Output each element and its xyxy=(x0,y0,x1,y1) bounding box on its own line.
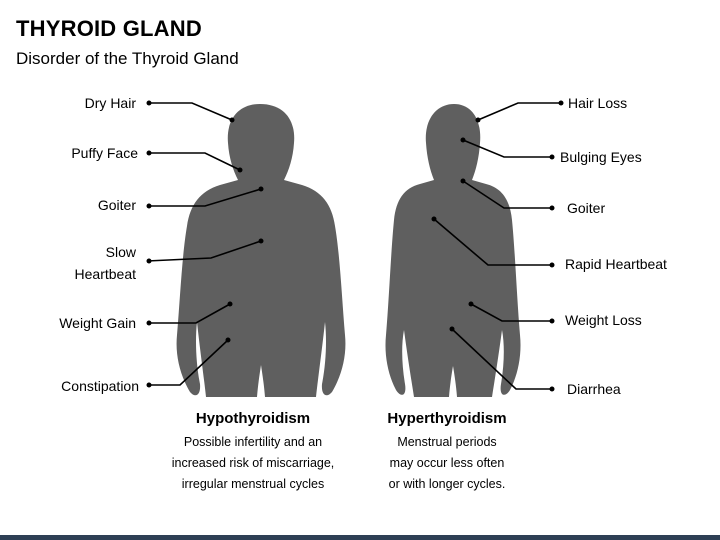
label-bulging-eyes: Bulging Eyes xyxy=(560,149,642,165)
label-dry-hair: Dry Hair xyxy=(84,95,136,111)
hyper-description-line: Menstrual periods xyxy=(397,435,497,449)
hyper-description-line: may occur less often xyxy=(389,456,505,470)
label-puffy-face: Puffy Face xyxy=(71,145,138,161)
hyper-heading: Hyperthyroidism xyxy=(387,410,507,427)
hypo-leader-dots xyxy=(146,100,264,388)
label-hair-loss: Hair Loss xyxy=(568,95,628,111)
label-weight-gain: Weight Gain xyxy=(59,315,136,331)
hyper-silhouette xyxy=(385,104,521,397)
hyper-leader-lines xyxy=(433,102,560,390)
hypo-description: Possible infertility and an increased ri… xyxy=(153,432,353,495)
hypo-description-line: Possible infertility and an xyxy=(183,435,323,449)
label-heartbeat: Heartbeat xyxy=(74,266,136,282)
hypo-leader-lines xyxy=(146,102,262,386)
label-slow: Slow xyxy=(105,244,136,260)
hypo-silhouette xyxy=(176,104,346,397)
label-goiter-hyper: Goiter xyxy=(567,200,606,216)
label-weight-loss: Weight Loss xyxy=(565,312,642,328)
page-subtitle: Disorder of the Thyroid Gland xyxy=(16,49,239,68)
label-rapid-heartbeat: Rapid Heartbeat xyxy=(565,256,667,272)
hypo-description-line: increased risk of miscarriage, xyxy=(171,456,335,470)
hyper-description: Menstrual periods may occur less often o… xyxy=(347,432,547,495)
label-goiter-hypo: Goiter xyxy=(97,197,136,213)
hypo-heading: Hypothyroidism xyxy=(195,410,311,427)
page-title: THYROID GLAND xyxy=(16,16,202,41)
hypo-description-line: irregular menstrual cycles xyxy=(181,477,325,491)
label-constipation: Constipation xyxy=(61,378,139,394)
footer-bar xyxy=(0,535,720,540)
hyper-description-line: or with longer cycles. xyxy=(388,477,506,491)
label-diarrhea: Diarrhea xyxy=(567,381,621,397)
hyper-leader-dots xyxy=(431,100,564,392)
